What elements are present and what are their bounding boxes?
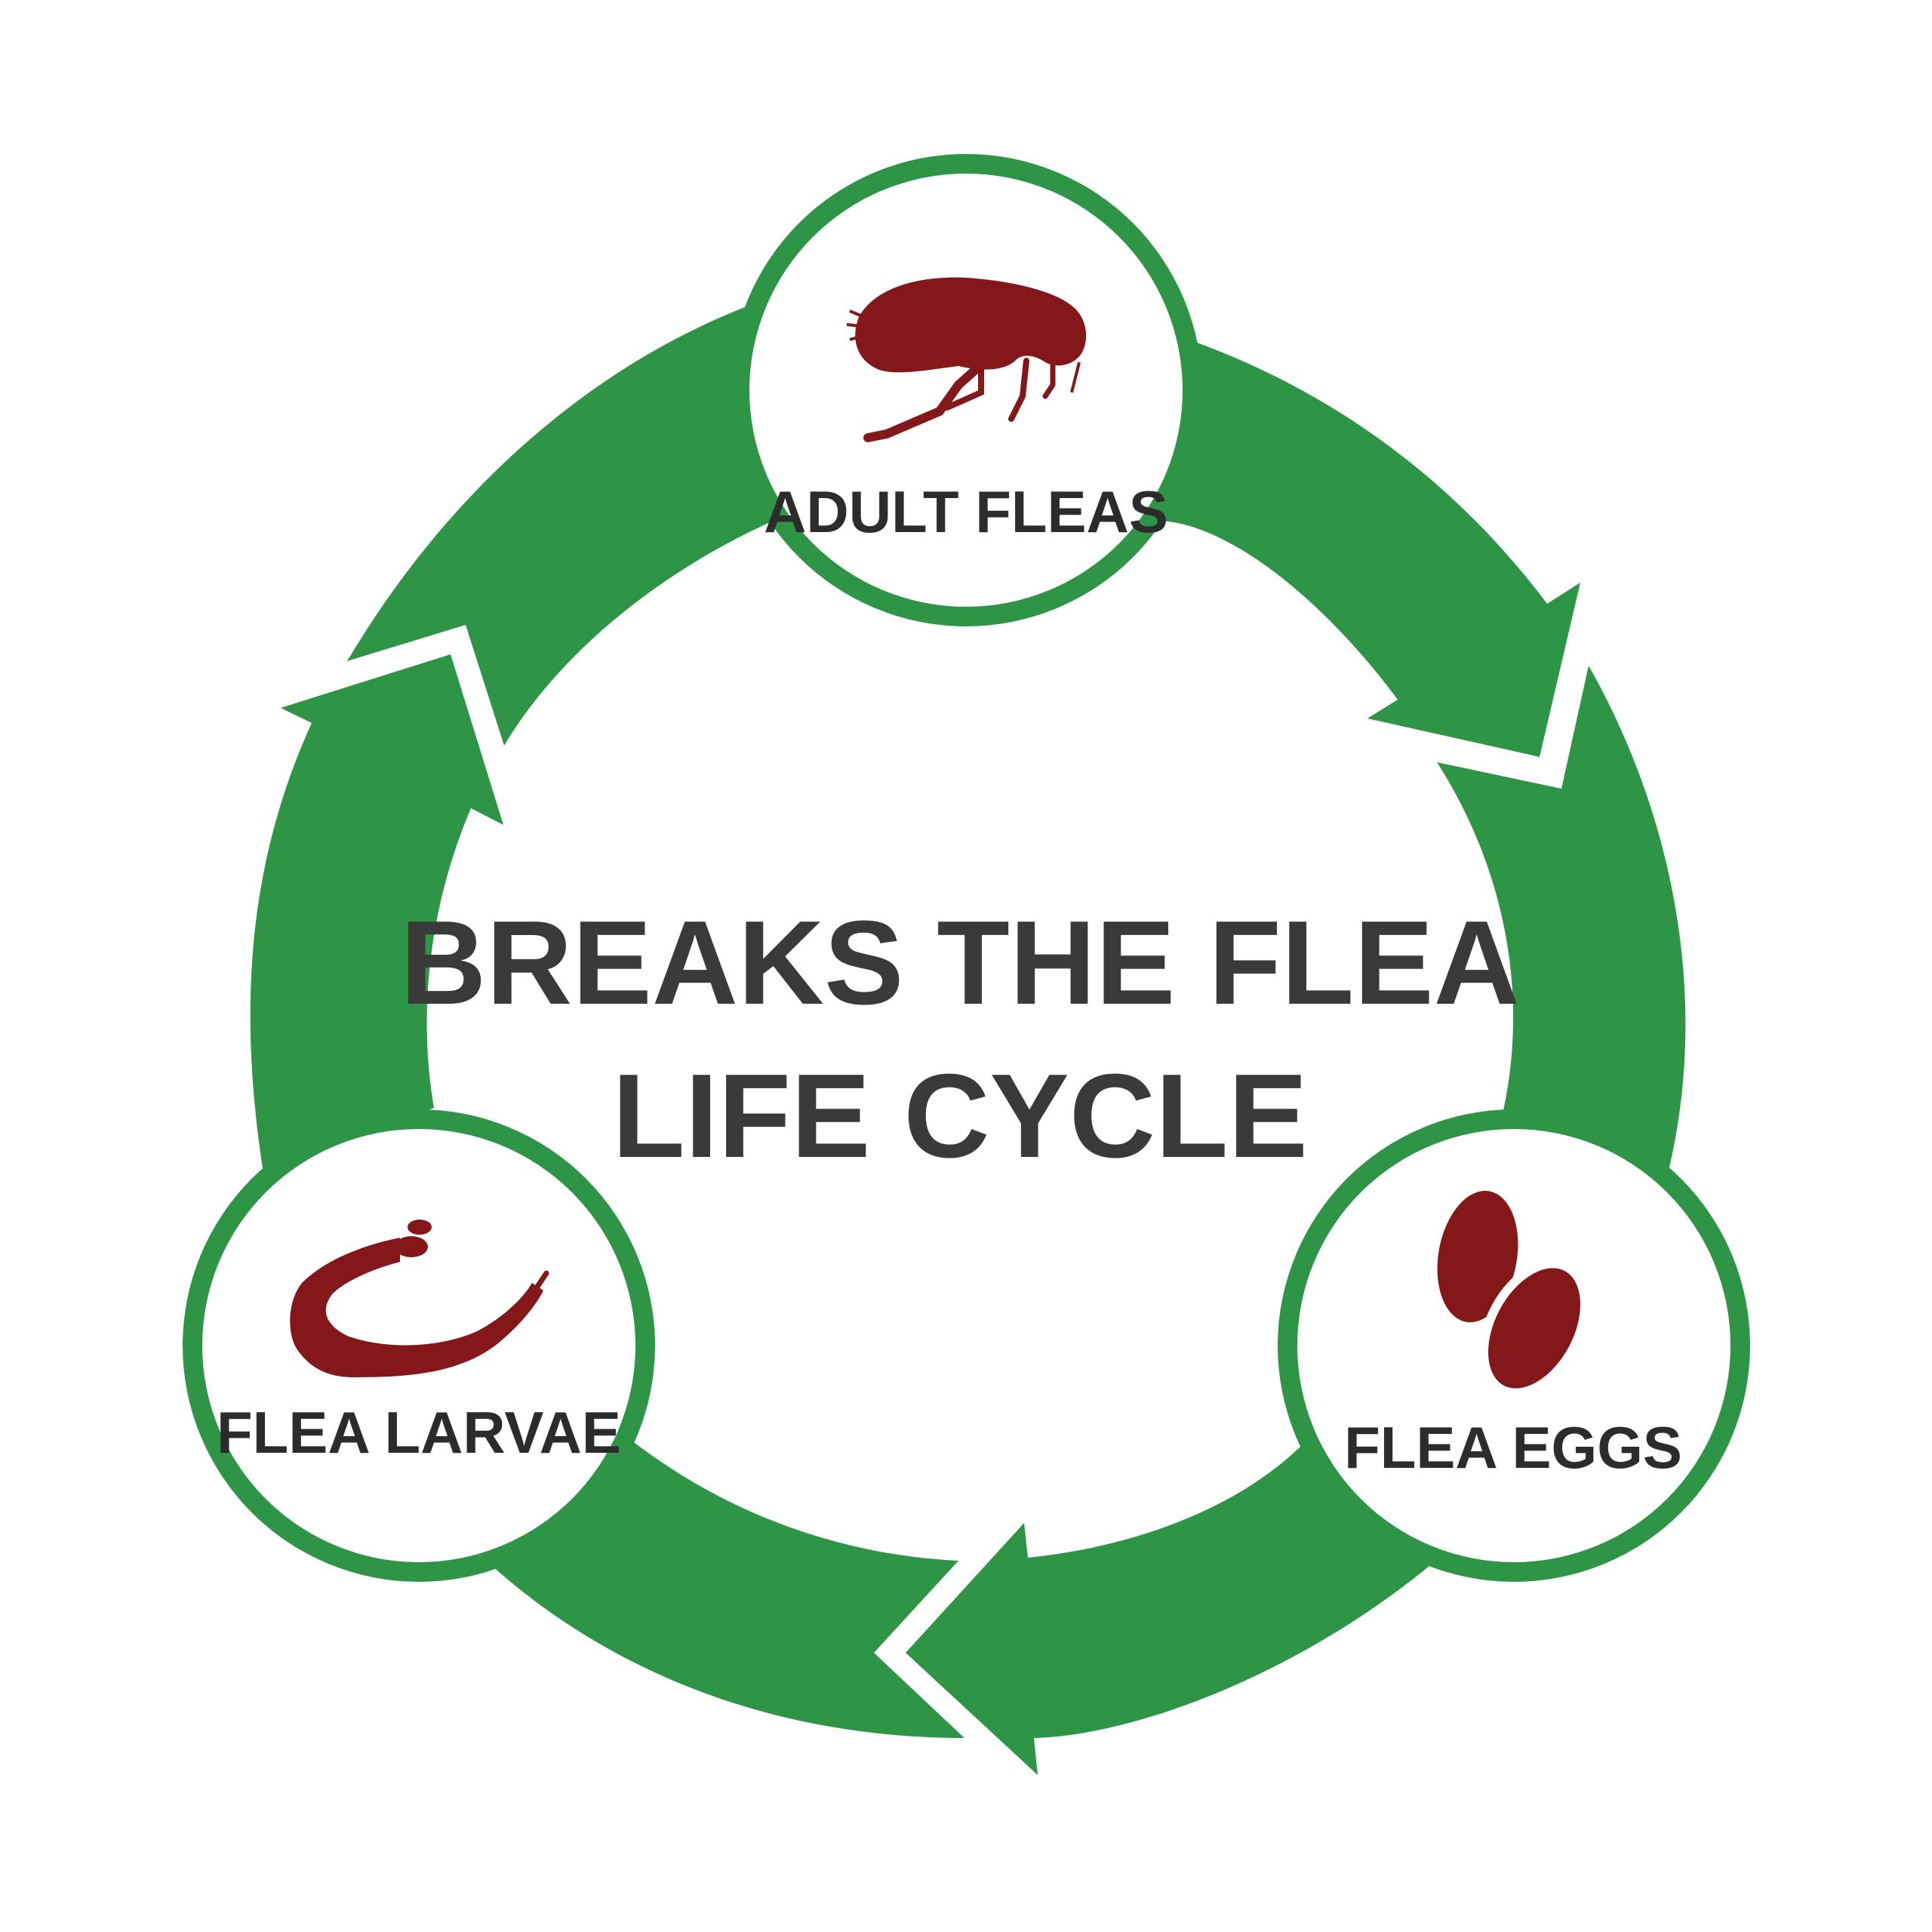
arrow-eggs-to-larvae-tail: [492, 1438, 964, 1738]
stage-node-flea-larvae: FLEA LARVAE: [183, 1109, 655, 1582]
stage-label-adult-fleas: ADULT FLEAS: [764, 478, 1168, 545]
arrow-adult-to-eggs-tail: [1437, 666, 1686, 1174]
arrow-larvae-to-adult-tail: [347, 297, 774, 746]
flea-eggs-icon: [1437, 1190, 1589, 1398]
adult-flea-icon: [846, 277, 1087, 442]
stage-label-flea-eggs: FLEA EGGS: [1344, 1414, 1682, 1481]
stage-node-adult-fleas: ADULT FLEAS: [730, 154, 1202, 626]
flea-larva-icon: [290, 1220, 549, 1377]
arrow-larvae-to-adult: [250, 654, 503, 1168]
title-line-2: LIFE CYCLE: [612, 1050, 1308, 1183]
arrow-adult-to-eggs: [1156, 340, 1580, 757]
title-line-1: BREAKS THE FLEA: [400, 897, 1520, 1029]
center-title: BREAKS THE FLEA LIFE CYCLE: [400, 897, 1520, 1183]
cycle-ring: [250, 297, 1686, 1775]
stage-label-flea-larvae: FLEA LARVAE: [217, 1399, 621, 1466]
arrow-eggs-to-larvae: [906, 1443, 1434, 1775]
stage-node-flea-eggs: FLEA EGGS: [1278, 1109, 1750, 1582]
